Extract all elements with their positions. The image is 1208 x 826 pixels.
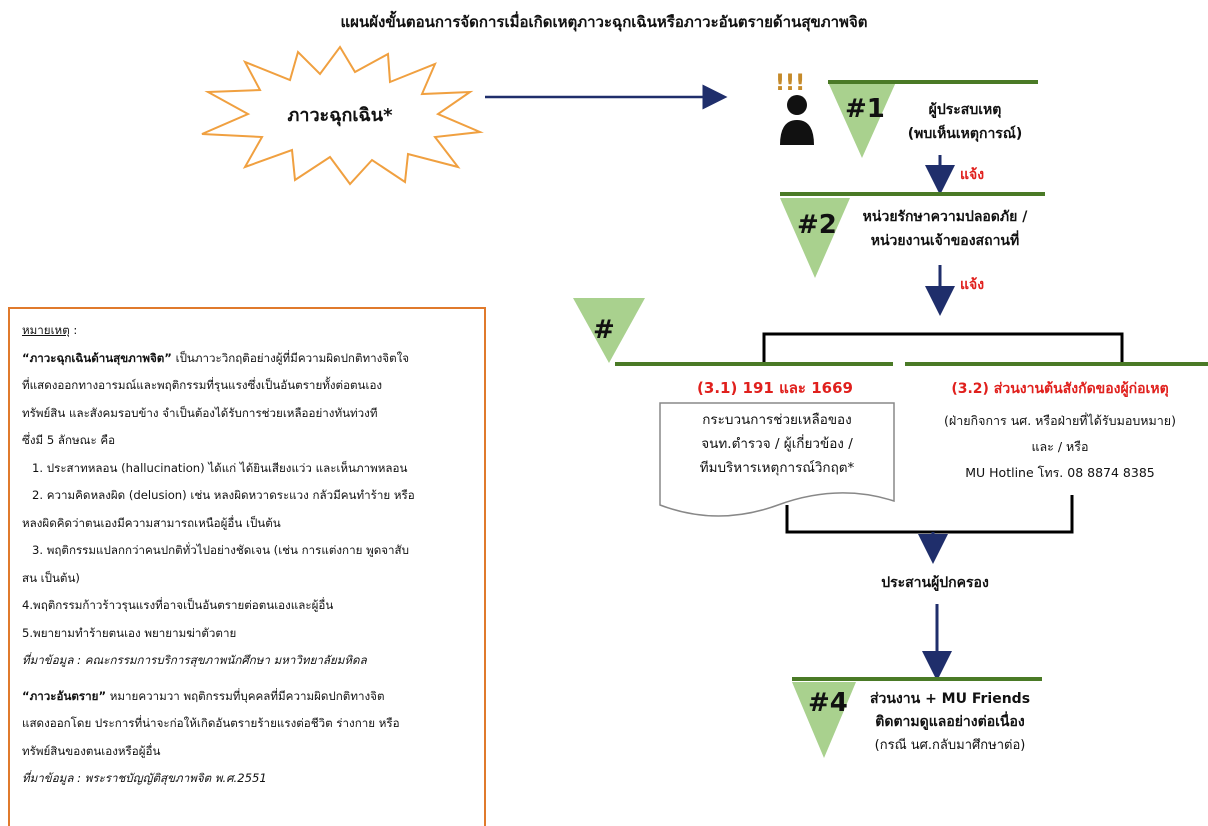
note-item-2-cont: หลงผิดคิดว่าตนเองมีความสามารถเหนือผู้อื่…: [22, 515, 281, 530]
step4-line: [792, 677, 1042, 681]
right-line-1: (ฝ่ายกิจการ นศ. หรือฝ่ายที่ได้รับมอบหมาย…: [944, 413, 1176, 428]
svg-text:!!!: !!!: [775, 71, 805, 96]
document-shape: [659, 402, 895, 517]
step3-left-line: [615, 362, 893, 366]
page-title: แผนผังขั้นตอนการจัดการเมื่อเกิดเหตุภาวะฉ…: [340, 13, 868, 31]
doc-line-2: จนท.ตำรวจ / ผู้เกี่ยวข้อง /: [701, 436, 853, 452]
note-heading: หมายเหตุ: [22, 323, 70, 337]
step4-line2: ติดตามดูแลอย่างต่อเนื่อง: [875, 714, 1025, 730]
right-line-2: และ / หรือ: [1031, 439, 1089, 454]
step3-right-text: (ฝ่ายกิจการ นศ. หรือฝ่ายที่ได้รับมอบหมาย…: [912, 408, 1208, 486]
note-item-3: 3. พฤติกรรมแปลกกว่าคนปกติทั่วไปอย่างชัดเ…: [32, 543, 409, 557]
step3-right-line: [905, 362, 1208, 366]
note-source-2: ที่มาข้อมูล : พระราชบัญญัติสุขภาพจิต พ.ศ…: [22, 771, 267, 785]
note-item-3-cont: สน เป็นต้น): [22, 570, 80, 585]
note-item-2: 2. ความคิดหลงผิด (delusion) เช่น หลงผิดห…: [32, 488, 415, 502]
def1-text: เป็นภาวะวิกฤติอย่างผู้ที่มีความผิดปกติทา…: [171, 350, 410, 365]
step2-label: #2: [797, 210, 837, 240]
person-icon: !!!: [775, 65, 835, 150]
notify1-label: แจ้ง: [960, 167, 985, 183]
emergency-starburst: [201, 45, 484, 186]
def1-line2: ที่แสดงออกทางอารมณ์และพฤติกรรมที่รุนแรงซ…: [22, 378, 383, 392]
note-item-1: 1. ประสาทหลอน (hallucination) ได้แก่ ได้…: [32, 460, 408, 475]
step2-line2: หน่วยงานเจ้าของสถานที่: [870, 233, 1020, 249]
doc-line-1: กระบวนการช่วยเหลือของ: [702, 412, 852, 428]
step4-label: #4: [808, 688, 848, 718]
doc-line-3: ทีมบริหารเหตุการณ์วิกฤต*: [699, 460, 855, 476]
note-heading-colon: :: [69, 323, 78, 337]
def2-line3: ทรัพย์สินของตนเองหรือผู้อื่น: [22, 743, 161, 758]
coordinate-label: ประสานผู้ปกครอง: [881, 575, 989, 591]
def1-term: “ภาวะฉุกเฉินด้านสุขภาพจิต”: [22, 350, 172, 365]
step2-marker: [780, 198, 850, 278]
step1-line2: (พบเห็นเหตุการณ์): [907, 126, 1023, 142]
notify2-label: แจ้ง: [960, 277, 985, 293]
step3-left-title: (3.1) 191 และ 1669: [697, 379, 853, 397]
step1-line: [828, 80, 1038, 84]
step2-line: [780, 192, 1045, 196]
note-source-1: ที่มาข้อมูล : คณะกรรมการบริการสุขภาพนักศ…: [22, 653, 367, 667]
def2-term: “ภาวะอันตราย”: [22, 688, 107, 703]
step3-right-title: (3.2) ส่วนงานต้นสังกัดของผู้ก่อเหตุ: [951, 381, 1169, 397]
def2-line2: แสดงออกโดย ประการที่น่าจะก่อให้เกิดอันตร…: [22, 716, 400, 730]
note-box: หมายเหตุ : “ภาวะฉุกเฉินด้านสุขภาพจิต” เป…: [8, 307, 486, 826]
step3-left-doc: กระบวนการช่วยเหลือของ จนท.ตำรวจ / ผู้เกี…: [660, 408, 894, 480]
step4-line1: ส่วนงาน + MU Friends: [869, 691, 1031, 707]
note-item-5: 5.พยายามทำร้ายตนเอง พยายามฆ่าตัวตาย: [22, 625, 237, 640]
step3-marker: [573, 298, 645, 363]
note-item-4: 4.พฤติกรรมก้าวร้าวรุนแรงที่อาจเป็นอันตรา…: [22, 598, 334, 612]
right-line-3: MU Hotline โทร. 08 8874 8385: [965, 465, 1155, 480]
step1-marker: [828, 82, 896, 158]
step2-line1: หน่วยรักษาความปลอดภัย /: [862, 209, 1028, 225]
def1-line3: ทรัพย์สิน และสังคมรอบข้าง จำเป็นต้องได้ร…: [22, 405, 378, 420]
step1-label: #1: [845, 94, 885, 124]
step4-line3: (กรณี นศ.กลับมาศึกษาต่อ): [874, 738, 1026, 753]
step1-line1: ผู้ประสบเหตุ: [928, 102, 1002, 118]
step3-label: #: [593, 315, 615, 345]
step1-text: ผู้ประสบเหตุ (พบเห็นเหตุการณ์): [875, 98, 1055, 146]
def2-text: หมายความวา พฤติกรรมที่บุคคลที่มีความผิดป…: [106, 688, 385, 703]
step4-marker: [792, 682, 856, 758]
emergency-label: ภาวะฉุกเฉิน*: [287, 105, 393, 126]
step4-text: ส่วนงาน + MU Friends ติดตามดูแลอย่างต่อเ…: [855, 688, 1045, 757]
def1-line4: ซึ่งมี 5 ลักษณะ คือ: [22, 433, 116, 447]
step2-text: หน่วยรักษาความปลอดภัย / หน่วยงานเจ้าของส…: [845, 205, 1045, 253]
